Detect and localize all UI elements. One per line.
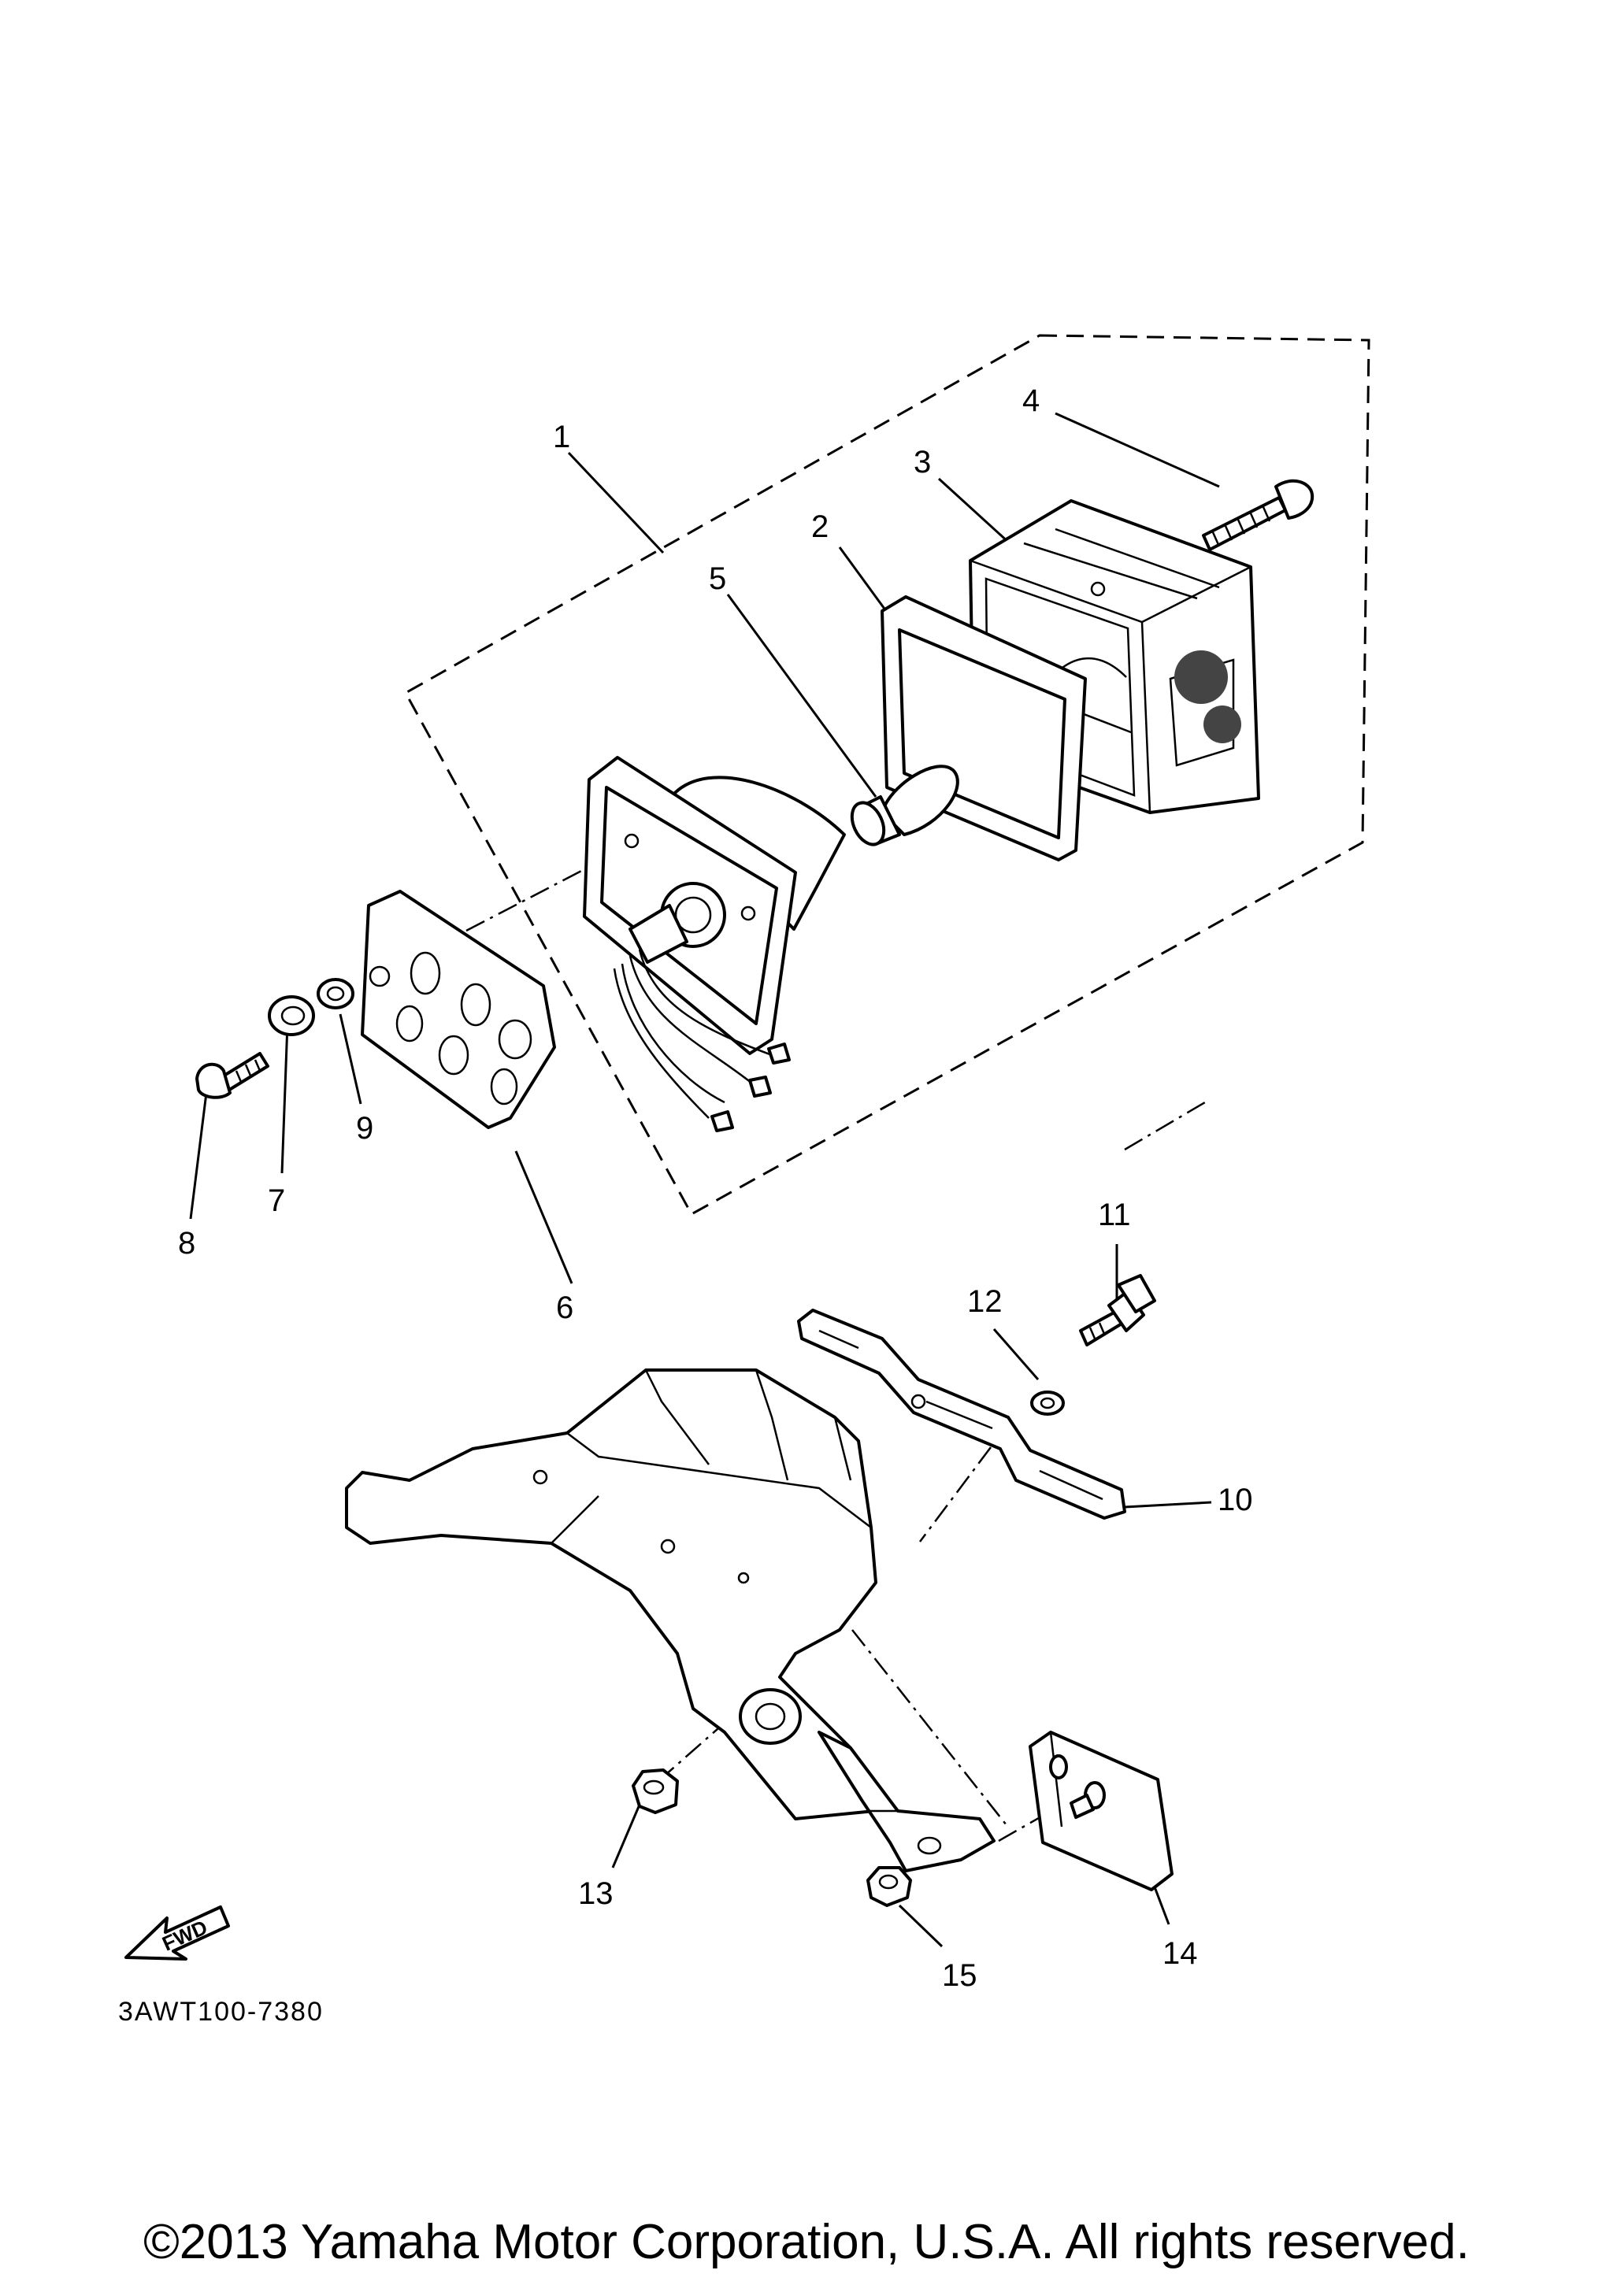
callout-1: 1 <box>553 420 570 454</box>
bolt-11 <box>1079 1274 1156 1346</box>
assembly-boundary <box>403 334 1370 1217</box>
callout-labels: 1 2 3 4 5 6 7 8 9 10 11 12 13 14 15 <box>178 383 1253 1993</box>
callout-6: 6 <box>556 1291 573 1325</box>
bulb <box>850 765 959 846</box>
cover-plate <box>361 890 556 1129</box>
screw-4 <box>1202 479 1315 551</box>
fwd-arrow-icon: FWD <box>124 1905 230 1961</box>
callout-2: 2 <box>811 509 829 544</box>
callout-5: 5 <box>709 561 726 596</box>
callout-14: 14 <box>1162 1936 1198 1971</box>
callout-13: 13 <box>578 1876 614 1911</box>
callout-11: 11 <box>1098 1198 1131 1232</box>
tail-light-base <box>583 756 846 1055</box>
license-light <box>1029 1731 1174 1891</box>
washer-12 <box>1030 1391 1065 1416</box>
rear-fender <box>345 1368 877 1820</box>
nut-15 <box>866 1866 912 1907</box>
stay-bracket <box>797 1309 1126 1520</box>
copyright-notice: ©2013 Yamaha Motor Corporation, U.S.A. A… <box>143 2215 1470 2269</box>
callout-3: 3 <box>914 445 931 480</box>
light-bracket-arm <box>818 1731 996 1872</box>
leader-lines <box>189 412 1220 1948</box>
callout-4: 4 <box>1022 383 1040 418</box>
wires <box>613 949 791 1132</box>
callout-12: 12 <box>967 1284 1003 1319</box>
drawing-code: 3AWT100-7380 <box>118 1997 324 2027</box>
callout-7: 7 <box>268 1183 285 1218</box>
callout-15: 15 <box>942 1958 977 1993</box>
callout-9: 9 <box>356 1111 373 1146</box>
callout-8: 8 <box>178 1226 195 1261</box>
nut-13 <box>632 1768 679 1814</box>
washer-9 <box>317 978 354 1009</box>
callout-10: 10 <box>1218 1483 1253 1517</box>
grommet-7 <box>268 995 315 1036</box>
screw-8 <box>195 1052 269 1099</box>
